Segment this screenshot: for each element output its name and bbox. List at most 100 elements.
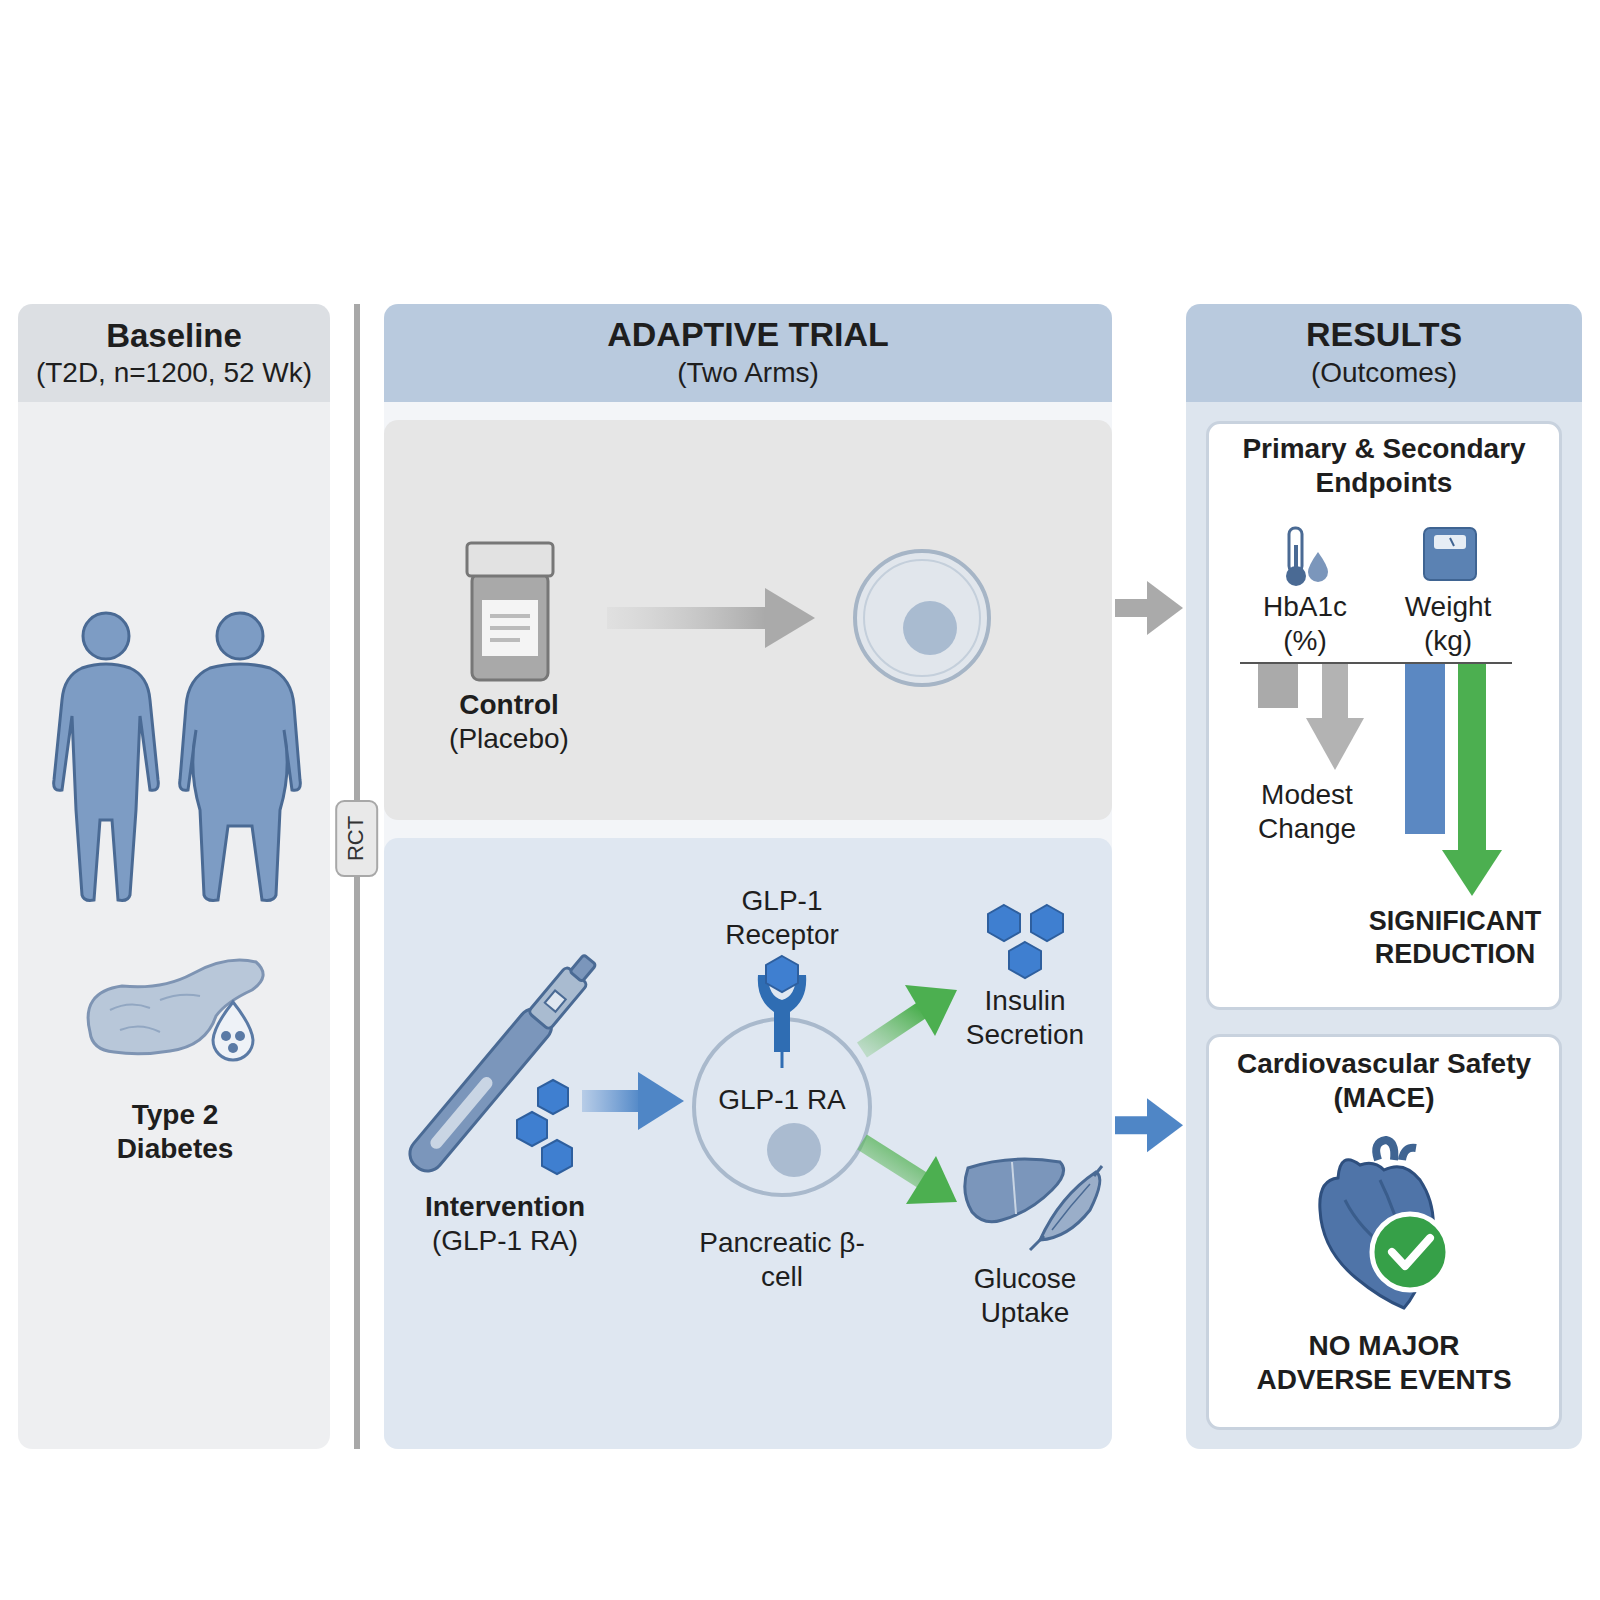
axis-label: Weight (kg) [1389,590,1507,658]
insulin-hexagons [988,905,1020,941]
node-heading: Control [399,688,619,722]
node-text: (GLP-1 RA) [385,1224,625,1258]
injection-pen [403,949,603,1178]
pancreas-icon [235,1031,245,1041]
flow-arrow [638,1072,684,1130]
glp1-receptor [781,1052,784,1068]
divider-line [354,304,360,1449]
node-heading: ADAPTIVE TRIAL [384,314,1112,355]
node-text: (Two Arms) [384,356,1112,390]
liver-muscle-icon [1012,1162,1016,1214]
node-heading: Baseline [18,316,330,356]
molecule-hexagons [538,1080,568,1114]
injection-pen [403,1002,558,1177]
molecule-hexagons [517,1080,572,1174]
patient-figures [54,664,159,900]
node-heading: GLP-1 RA [706,1083,858,1117]
flow-arrow [607,588,815,648]
pancreas-icon [88,960,263,1060]
liver-muscle-icon [1030,1236,1044,1250]
cell-label: Pancreatic β-cell [697,1226,867,1294]
thermometer-icon [1308,552,1328,582]
node-text: (T2D, n=1200, 52 Wk) [18,356,330,390]
insulin-hexagons [1031,905,1063,941]
heart-icon [1376,1140,1416,1160]
control-cell [855,551,989,685]
liver-muscle-icon [965,1159,1102,1250]
nucleus [767,1123,821,1177]
flow-arrow [582,1090,642,1112]
scale-icon [1434,535,1466,549]
node-text: NO MAJOR ADVERSE EVENTS [1239,1329,1529,1397]
injection-pen [403,949,603,1178]
axis-label: HbA1c (%) [1255,590,1355,658]
connector-line [1115,599,1149,617]
bar-chart [1306,718,1364,770]
glp1-receptor [766,956,798,992]
flow-connector [1115,1098,1183,1152]
control-cell [903,601,957,655]
node-heading: RESULTS [1186,314,1582,355]
pancreas-icon [110,995,200,1032]
pancreas-icon [228,1043,238,1053]
molecule-hexagons [542,1140,572,1174]
effect-label: Glucose Uptake [950,1262,1100,1330]
effect-arrow [905,985,957,1036]
divider-line [357,304,358,1449]
receptor-label: GLP-1 Receptor [707,884,857,952]
bar-chart [1405,664,1445,834]
node-heading: Primary & Secondary Endpoints [1219,432,1549,500]
placebo-bottle [482,600,538,656]
scale-icon [1424,528,1476,580]
flow-connector [1115,581,1183,635]
result-label: SIGNIFICANT REDUCTION [1353,905,1557,971]
thermometer-icon [1294,545,1298,570]
baseline-panel: Baseline(T2D, n=1200, 52 Wk) [18,304,330,1449]
node-heading: Cardiovascular Safety (MACE) [1219,1047,1549,1115]
bar-chart [1458,664,1486,852]
placebo-bottle [467,543,553,576]
flow-arrow [765,588,815,648]
scale-icon [1424,528,1476,580]
bar-chart [1322,664,1348,720]
effect-arrow [862,985,957,1204]
nucleus [767,1123,821,1177]
placebo-bottle [490,626,530,630]
node-heading: Intervention [385,1190,625,1224]
arrow-head [1147,1098,1183,1152]
molecule-hexagons [517,1112,547,1146]
placebo-bottle [490,614,530,618]
liver-muscle-icon [1052,1184,1090,1230]
pancreas-icon [221,1031,231,1041]
flow-arrow [607,607,767,629]
injection-pen [428,1075,495,1152]
thermometer-icon [1286,528,1328,586]
injection-pen [545,990,566,1011]
arrow-head [1147,581,1183,635]
patient-figures [83,613,129,659]
liver-muscle-icon [965,1159,1064,1222]
heart-icon [1392,1238,1430,1266]
placebo-bottle [472,574,548,680]
placebo-bottle [490,638,520,642]
thermometer-icon [1289,528,1302,572]
effect-arrow [862,1010,922,1050]
insulin-hexagons [1009,942,1041,978]
change-label: Modest Change [1237,778,1377,846]
liver-muscle-icon [1094,1166,1102,1176]
flow-arrow [582,1072,684,1130]
injection-pen [570,955,596,982]
pancreas-icon [213,1002,253,1060]
patient-figures [217,613,263,659]
placebo-bottle [467,543,553,680]
bar-chart [1258,664,1298,708]
effect-label: Insulin Secretion [945,984,1105,1052]
bar-chart [1240,662,1512,664]
patient-figures [54,613,301,900]
effect-arrow [906,1156,957,1204]
organ-label: Type 2 Diabetes [95,1098,255,1166]
heart-icon [1372,1214,1448,1290]
liver-muscle-icon [1040,1172,1100,1240]
effect-arrow [862,1142,922,1180]
randomization-tag: RCT [336,799,379,876]
